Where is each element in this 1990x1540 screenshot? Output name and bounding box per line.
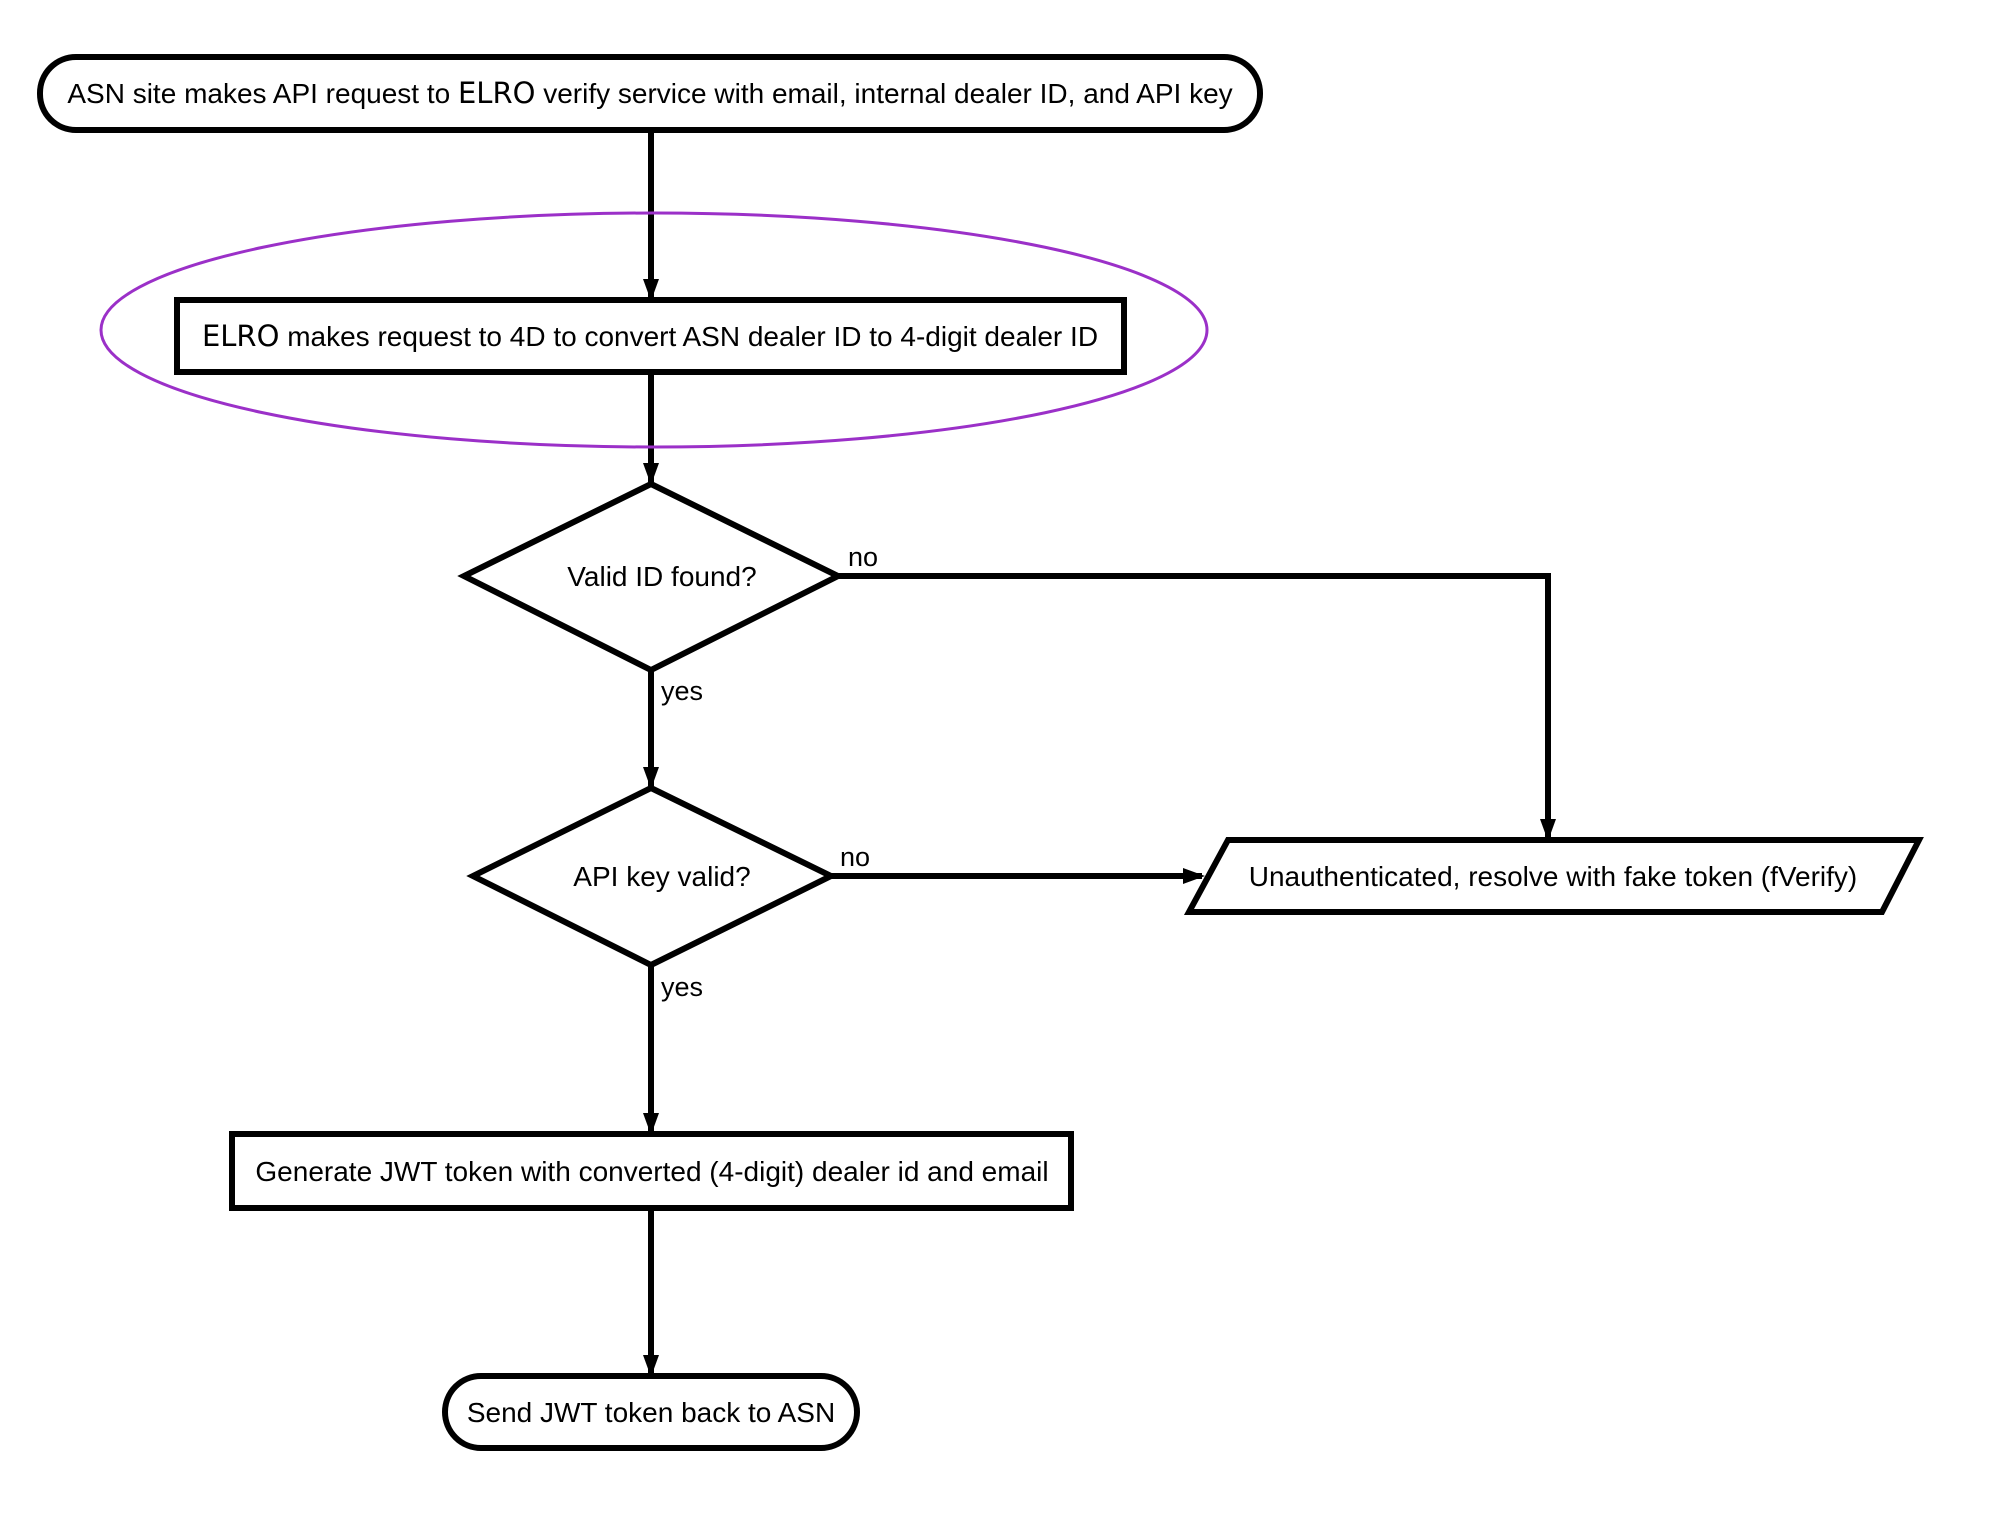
edges: no yes no yes [643, 130, 1556, 1377]
node-generate-label: Generate JWT token with converted (4-dig… [255, 1156, 1048, 1187]
node-unauthenticated: Unauthenticated, resolve with fake token… [1183, 837, 1924, 915]
node-api-key-label: API key valid? [573, 861, 750, 892]
highlight-ellipse [99, 211, 1209, 449]
node-start-text-after: verify service with email, internal deal… [535, 78, 1232, 109]
node-api-key: API key valid? [466, 784, 838, 969]
node-start-label: ASN site makes API request to ELRO verif… [67, 76, 1232, 110]
node-valid-id: Valid ID found? [457, 480, 845, 674]
node-generate: Generate JWT token with converted (4-dig… [229, 1131, 1074, 1211]
decision-shape [466, 784, 838, 969]
node-send-label: Send JWT token back to ASN [467, 1397, 835, 1428]
process-shape [174, 297, 1127, 375]
edge-label-valid-id-no: no [848, 542, 878, 572]
process-shape [229, 1131, 1074, 1211]
io-shape [1183, 837, 1924, 915]
edge-label-api-key-no: no [840, 842, 870, 872]
edge-label-valid-id-yes: yes [661, 676, 703, 706]
edge-label-api-key-yes: yes [661, 972, 703, 1002]
node-valid-id-label: Valid ID found? [567, 561, 756, 592]
node-send: Send JWT token back to ASN [442, 1373, 860, 1451]
terminator-shape [442, 1373, 860, 1451]
decision-shape [457, 480, 845, 674]
node-convert-text-after: makes request to 4D to convert ASN deale… [279, 321, 1098, 352]
node-convert: ELRO makes request to 4D to convert ASN … [174, 297, 1127, 375]
edge-valid-id-no [838, 573, 1556, 841]
elro-brand-text: ELRO [202, 319, 279, 353]
node-start: ASN site makes API request to ELRO verif… [37, 54, 1263, 133]
node-unauthenticated-label: Unauthenticated, resolve with fake token… [1249, 861, 1858, 892]
terminator-shape [37, 54, 1263, 133]
elro-brand-text: ELRO [458, 76, 535, 110]
node-convert-label: ELRO makes request to 4D to convert ASN … [202, 319, 1098, 353]
node-start-text-before: ASN site makes API request to [67, 78, 458, 109]
